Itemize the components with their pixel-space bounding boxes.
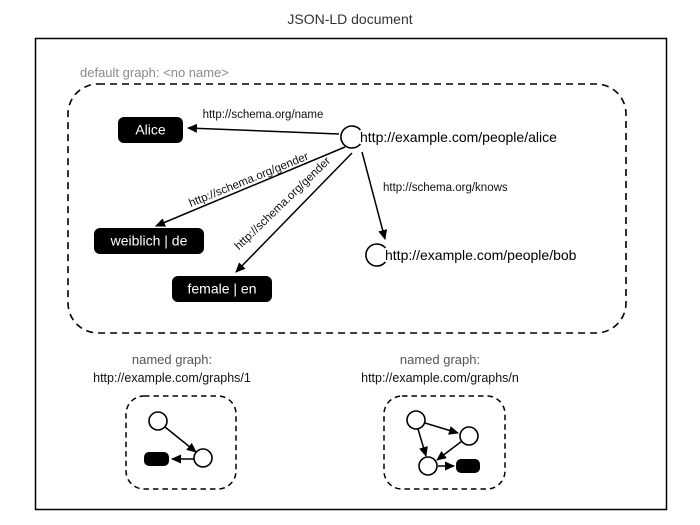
named-graph-1-label: named graph: <box>132 352 212 367</box>
named-graph-1-node-icon-1 <box>148 411 168 431</box>
edge-gender-en-line <box>235 152 353 273</box>
named-graph-n-edge-3 <box>436 440 463 461</box>
named-graph-n-node-icon-1 <box>406 410 426 430</box>
named-graph-n-label: named graph: <box>400 352 480 367</box>
named-graph-1: named graph: http://example.com/graphs/1 <box>93 352 251 490</box>
named-graph-1-edge-1 <box>164 426 197 453</box>
alice-node-label: http://example.com/people/alice <box>360 129 557 145</box>
named-graph-n-edge-2 <box>417 428 428 457</box>
gender-en-literal-box <box>172 276 272 302</box>
bob-node-label: http://example.com/people/bob <box>385 247 577 263</box>
name-literal-label: Alice <box>135 122 166 138</box>
named-graph-n: named graph: http://example.com/graphs/n <box>361 352 519 490</box>
named-graph-n-literal-icon <box>456 459 480 473</box>
edge-name-label: http://schema.org/name <box>203 109 324 121</box>
named-graph-1-border <box>125 395 237 490</box>
named-graph-n-border <box>383 395 506 490</box>
named-graph-n-node-icon-3 <box>418 456 438 476</box>
named-graph-1-node-icon-2 <box>193 448 213 468</box>
edge-knows-label: http://schema.org/knows <box>383 182 508 194</box>
gender-de-literal-box <box>94 228 204 254</box>
gender-de-literal-label: weiblich | de <box>110 233 188 249</box>
named-graph-1-literal-icon <box>144 452 169 466</box>
diagram-title: JSON-LD document <box>287 11 412 27</box>
default-graph-border <box>67 83 627 334</box>
bob-node-icon <box>365 243 387 267</box>
alice-node-icon <box>340 125 362 149</box>
named-graph-n-edge-1 <box>424 422 459 435</box>
named-graph-n-node-icon-2 <box>459 426 479 446</box>
named-graph-n-uri: http://example.com/graphs/n <box>361 371 519 385</box>
edge-gender-de-line <box>155 146 346 227</box>
edge-knows-line <box>361 151 388 240</box>
gender-en-literal-label: female | en <box>187 281 256 297</box>
document-border <box>34 37 668 511</box>
edge-name-line <box>187 123 340 135</box>
name-literal-box <box>118 117 183 143</box>
named-graph-1-uri: http://example.com/graphs/1 <box>93 371 251 385</box>
default-graph-label: default graph: <no name> <box>80 65 229 80</box>
